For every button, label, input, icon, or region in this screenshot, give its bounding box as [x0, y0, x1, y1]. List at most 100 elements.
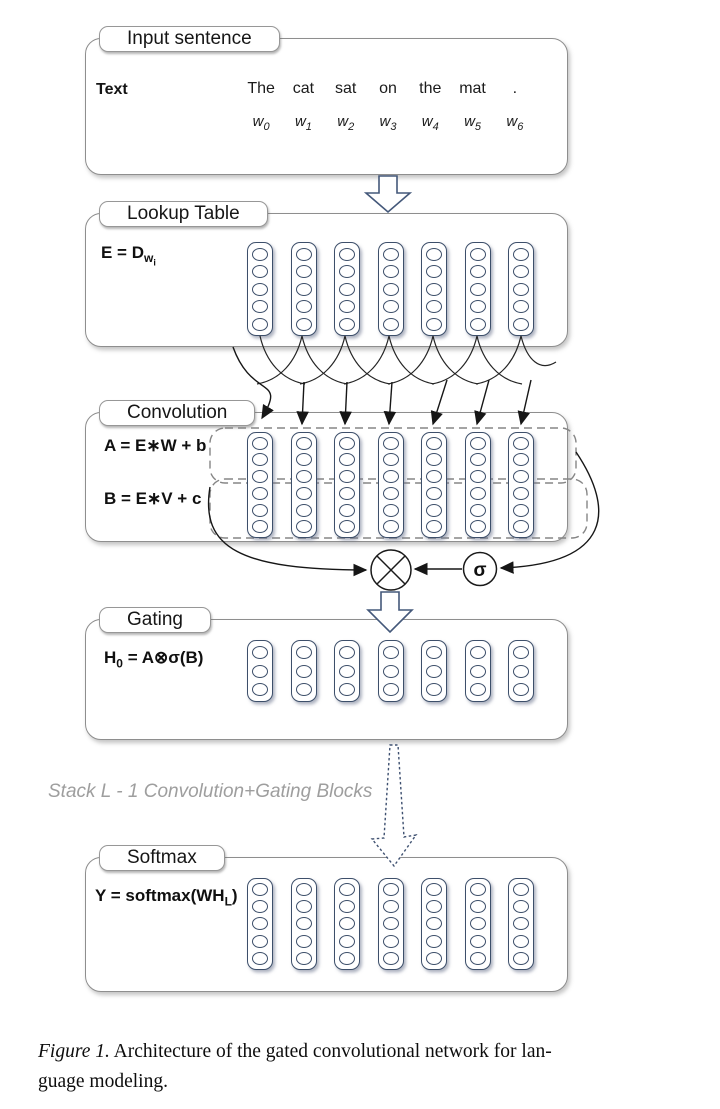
embedding-unit-circle: [295, 317, 312, 331]
embedding-unit-circle: [339, 917, 355, 931]
flow-arrow-product-to-gating: [366, 591, 414, 634]
convolution-embedding-column: [334, 432, 360, 538]
word-index-label: w2: [337, 113, 355, 133]
embedding-unit-circle: [426, 317, 442, 331]
embedding-unit-circle: [295, 300, 312, 313]
input-word: sat: [335, 80, 357, 97]
lookup-embedding-column: [247, 242, 273, 336]
embedding-unit-circle: [426, 247, 442, 261]
embedding-unit-circle: [295, 646, 312, 660]
embedding-unit-circle: [252, 453, 268, 467]
embedding-unit-circle: [513, 951, 529, 965]
embedding-unit-circle: [295, 520, 312, 534]
embedding-unit-circle: [252, 664, 268, 678]
embedding-unit-circle: [469, 917, 486, 931]
input-word: .: [512, 80, 518, 97]
embedding-unit-circle: [339, 317, 355, 331]
lookup-embedding-column: [334, 242, 360, 336]
embedding-unit-circle: [295, 436, 312, 450]
lookup-embedding-column: [377, 242, 404, 336]
lookup-table-tab: Lookup Table: [99, 201, 268, 227]
embedding-unit-circle: [382, 682, 399, 696]
embedding-unit-circle: [426, 503, 442, 517]
embedding-unit-circle: [295, 503, 312, 517]
input-word: the: [419, 80, 442, 97]
embedding-unit-circle: [426, 282, 442, 296]
input-word: The: [247, 80, 275, 97]
lookup-embedding-column: [421, 242, 447, 336]
embedding-unit-circle: [513, 520, 529, 534]
embedding-unit-circle: [469, 453, 486, 467]
embedding-unit-circle: [469, 900, 486, 914]
embedding-unit-circle: [513, 664, 529, 678]
lookup-to-convolution-connections: [256, 335, 557, 385]
softmax-embedding-columns: [247, 878, 534, 970]
embedding-unit-circle: [513, 883, 529, 897]
embedding-unit-circle: [426, 646, 442, 660]
embedding-unit-circle: [252, 900, 268, 914]
lookup-formula-subsub: i: [153, 257, 156, 268]
word-index-label: w4: [421, 113, 439, 133]
embedding-unit-circle: [513, 453, 529, 467]
embedding-unit-circle: [426, 934, 442, 948]
embedding-unit-circle: [426, 520, 442, 534]
gating-embedding-columns: [247, 640, 534, 702]
embedding-unit-circle: [339, 934, 355, 948]
embedding-unit-circle: [426, 664, 442, 678]
sigma-symbol: σ: [474, 560, 487, 581]
embedding-unit-circle: [426, 900, 442, 914]
embedding-unit-circle: [339, 664, 355, 678]
embedding-unit-circle: [426, 300, 442, 313]
word-index-label: w6: [506, 113, 524, 133]
embedding-unit-circle: [426, 917, 442, 931]
embedding-unit-circle: [295, 265, 312, 278]
figure-caption-label: Figure 1.: [38, 1041, 110, 1062]
embedding-unit-circle: [295, 934, 312, 948]
convolution-tab: Convolution: [99, 400, 256, 426]
embedding-unit-circle: [339, 520, 355, 534]
embedding-unit-circle: [469, 520, 486, 534]
figure-caption-line2: guage modeling.: [38, 1071, 168, 1092]
embedding-unit-circle: [295, 486, 312, 500]
input-word: mat: [459, 80, 486, 97]
embedding-unit-circle: [426, 682, 442, 696]
embedding-unit-circle: [382, 486, 399, 500]
embedding-unit-circle: [513, 682, 529, 696]
embedding-unit-circle: [513, 486, 529, 500]
softmax-formula-sub: L: [224, 894, 232, 909]
input-word: on: [379, 80, 397, 97]
embedding-unit-circle: [252, 470, 268, 484]
embedding-unit-circle: [513, 282, 529, 296]
figure-caption: Figure 1. Architecture of the gated conv…: [38, 1037, 648, 1097]
flow-arrow-stack-to-softmax: [370, 744, 418, 868]
embedding-unit-circle: [382, 282, 399, 296]
embedding-unit-circle: [252, 317, 268, 331]
word-index-label: w3: [379, 113, 397, 133]
lookup-embedding-columns: [247, 242, 534, 336]
embedding-unit-circle: [513, 503, 529, 517]
embedding-unit-circle: [339, 682, 355, 696]
embedding-unit-circle: [382, 453, 399, 467]
embedding-unit-circle: [382, 883, 399, 897]
embedding-unit-circle: [382, 646, 399, 660]
embedding-unit-circle: [382, 436, 399, 450]
embedding-unit-circle: [469, 317, 486, 331]
input-sentence-tab: Input sentence: [99, 26, 280, 52]
embedding-unit-circle: [426, 486, 442, 500]
sigmoid-node: σ: [462, 551, 498, 587]
gating-embedding-column: [421, 640, 447, 702]
word-index-label: w0: [252, 113, 270, 133]
embedding-unit-circle: [252, 436, 268, 450]
embedding-unit-circle: [382, 247, 399, 261]
convolution-embedding-column: [247, 432, 273, 538]
gating-node-connections: [207, 451, 600, 577]
embedding-unit-circle: [295, 883, 312, 897]
embedding-unit-circle: [469, 436, 486, 450]
embedding-unit-circle: [426, 265, 442, 278]
embedding-unit-circle: [426, 453, 442, 467]
embedding-unit-circle: [382, 317, 399, 331]
embedding-unit-circle: [469, 486, 486, 500]
embedding-unit-circle: [339, 646, 355, 660]
gating-formula: H0 = A⊗σ(B): [104, 648, 203, 670]
